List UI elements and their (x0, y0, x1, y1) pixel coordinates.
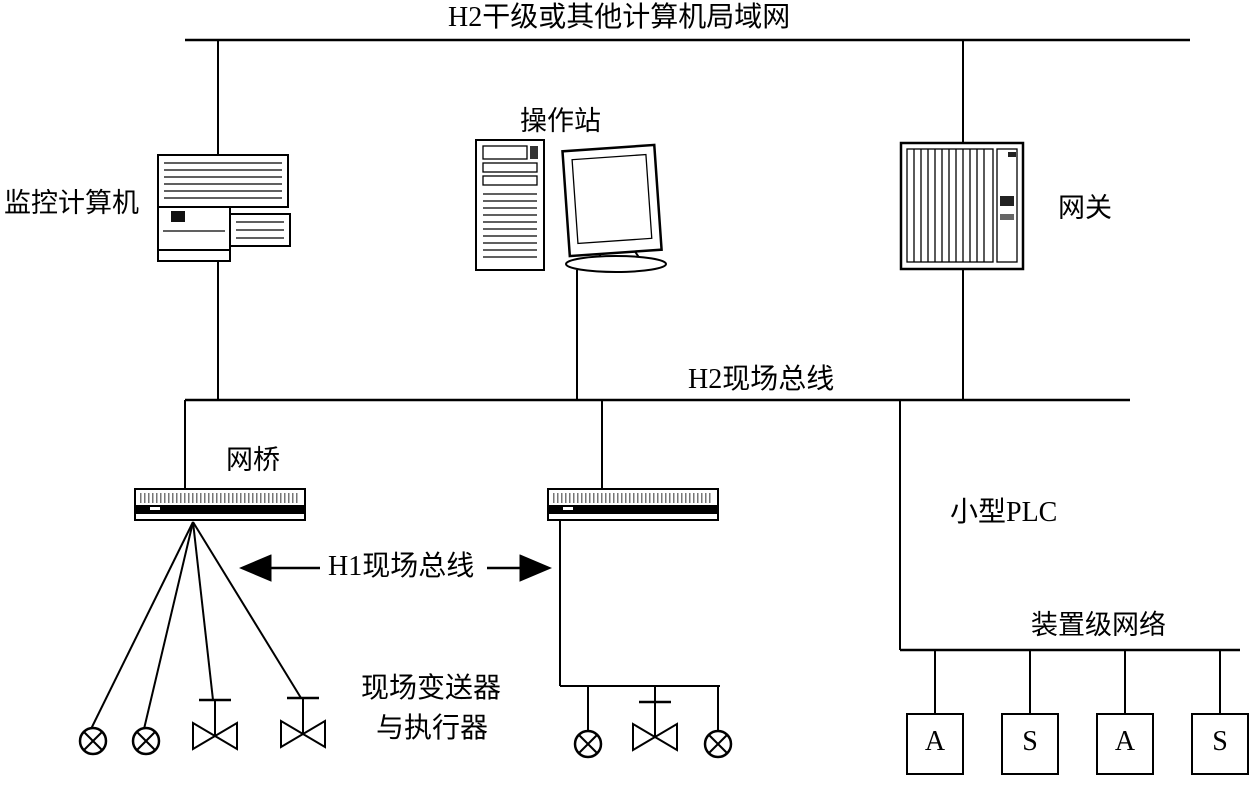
supervisory-computer-label: 监控计算机 (4, 188, 139, 218)
supervisory-computer-icon (157, 154, 291, 262)
device-network-label: 装置级网络 (1031, 610, 1166, 640)
io-module-droplines (934, 650, 1221, 714)
bridge2-segment-lines (559, 520, 720, 731)
valve-icon (192, 698, 238, 751)
io-module-letter: S (1022, 726, 1038, 757)
bridge1-fan-lines (90, 521, 302, 730)
gateway-icon (899, 141, 1025, 271)
operator-station-icon (475, 139, 667, 273)
transmitter-icon (131, 726, 161, 756)
io-module-box (1191, 713, 1249, 775)
small-plc-label: 小型PLC (950, 497, 1058, 528)
valve-icon (632, 700, 678, 752)
h1-fieldbus-label: H1现场总线 (328, 551, 475, 582)
valve-icon (280, 696, 326, 749)
bridge2-icon (547, 488, 719, 521)
operator-station-label: 操作站 (520, 106, 601, 136)
io-module-letter: A (924, 726, 946, 757)
transmitter-icon (573, 729, 603, 759)
top-lan-label: H2干级或其他计算机局域网 (448, 2, 791, 33)
bridge-label: 网桥 (226, 445, 280, 475)
transmitter-icon (703, 729, 733, 759)
gateway-label: 网关 (1058, 193, 1112, 223)
h2-fieldbus-label: H2现场总线 (688, 364, 835, 395)
field-devices-caption-line1: 现场变送器 (361, 673, 502, 704)
bridge1-icon (134, 488, 306, 521)
io-module-box (1096, 713, 1154, 775)
io-module-box (906, 713, 964, 775)
io-module-letter: S (1212, 726, 1228, 757)
field-devices-caption-line2: 与执行器 (376, 713, 489, 744)
transmitter-icon (78, 726, 108, 756)
io-module-letter: A (1114, 726, 1136, 757)
io-module-box (1001, 713, 1059, 775)
